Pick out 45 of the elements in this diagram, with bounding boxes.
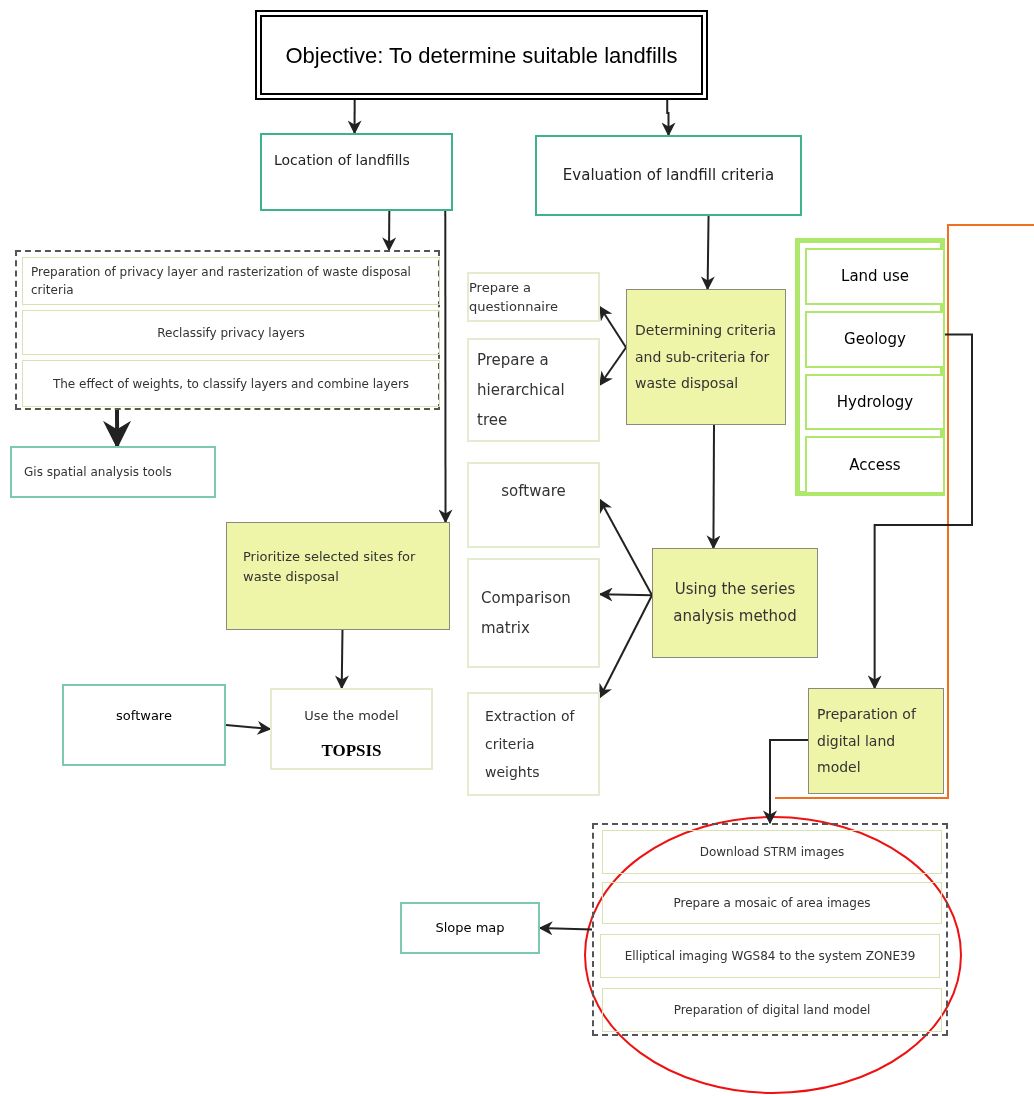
group-box xyxy=(15,250,440,410)
process-box: Geology xyxy=(805,311,945,368)
arrow xyxy=(700,215,715,291)
process-box: Determining criteria and sub-criteria for waste disposal xyxy=(626,289,786,425)
process-box: Hydrology xyxy=(805,374,945,430)
process-box: Use the model TOPSIS xyxy=(270,688,433,770)
arrow xyxy=(599,305,627,349)
process-box: Land use xyxy=(805,248,945,305)
arrow xyxy=(661,99,676,137)
process-box: The effect of weights, to classify layers and combine layers xyxy=(22,360,440,407)
process-box: Gis spatial analysis tools xyxy=(10,446,216,498)
arrow xyxy=(382,210,397,252)
group-box xyxy=(592,823,948,1036)
process-box: Prioritize selected sites for waste disposal xyxy=(226,522,450,630)
process-box: Prepare a hierarchical tree xyxy=(467,338,600,442)
process-box: Prepare a mosaic of area images xyxy=(602,882,942,924)
process-box: Extraction of criteria weights xyxy=(467,692,600,796)
process-box: Access xyxy=(805,436,945,494)
arrow xyxy=(225,720,272,735)
arrow xyxy=(706,424,721,550)
arrow xyxy=(763,738,809,825)
arrow xyxy=(438,210,453,524)
process-box: software xyxy=(467,462,600,548)
process-box: Location of landfills xyxy=(260,133,453,211)
process-box: Comparison matrix xyxy=(467,558,600,668)
process-box: Download STRM images xyxy=(602,830,942,874)
arrow xyxy=(599,594,653,699)
process-box: Slope map xyxy=(400,902,540,954)
arrow xyxy=(334,629,349,690)
arrow xyxy=(103,410,132,449)
process-box: Reclassify privacy layers xyxy=(22,310,440,355)
process-box: Evaluation of landfill criteria xyxy=(535,135,802,216)
arrow xyxy=(867,333,973,690)
group-box xyxy=(795,238,945,496)
process-box: Using the series analysis method xyxy=(652,548,818,658)
process-box: Preparation of privacy layer and rasterization of waste disposal criteria xyxy=(22,257,440,305)
process-box: Elliptical imaging WGS84 to the system ZONE39 xyxy=(600,934,940,978)
objective-box: Objective: To determine suitable landfills xyxy=(255,10,708,100)
process-box: software xyxy=(62,684,226,766)
process-box: Prepare a questionnaire xyxy=(467,272,600,322)
process-box: Preparation of digital land model xyxy=(808,688,944,794)
process-box: Preparation of digital land model xyxy=(602,988,942,1032)
arrow xyxy=(347,99,362,135)
arrow xyxy=(599,346,627,386)
arrow xyxy=(599,498,653,597)
